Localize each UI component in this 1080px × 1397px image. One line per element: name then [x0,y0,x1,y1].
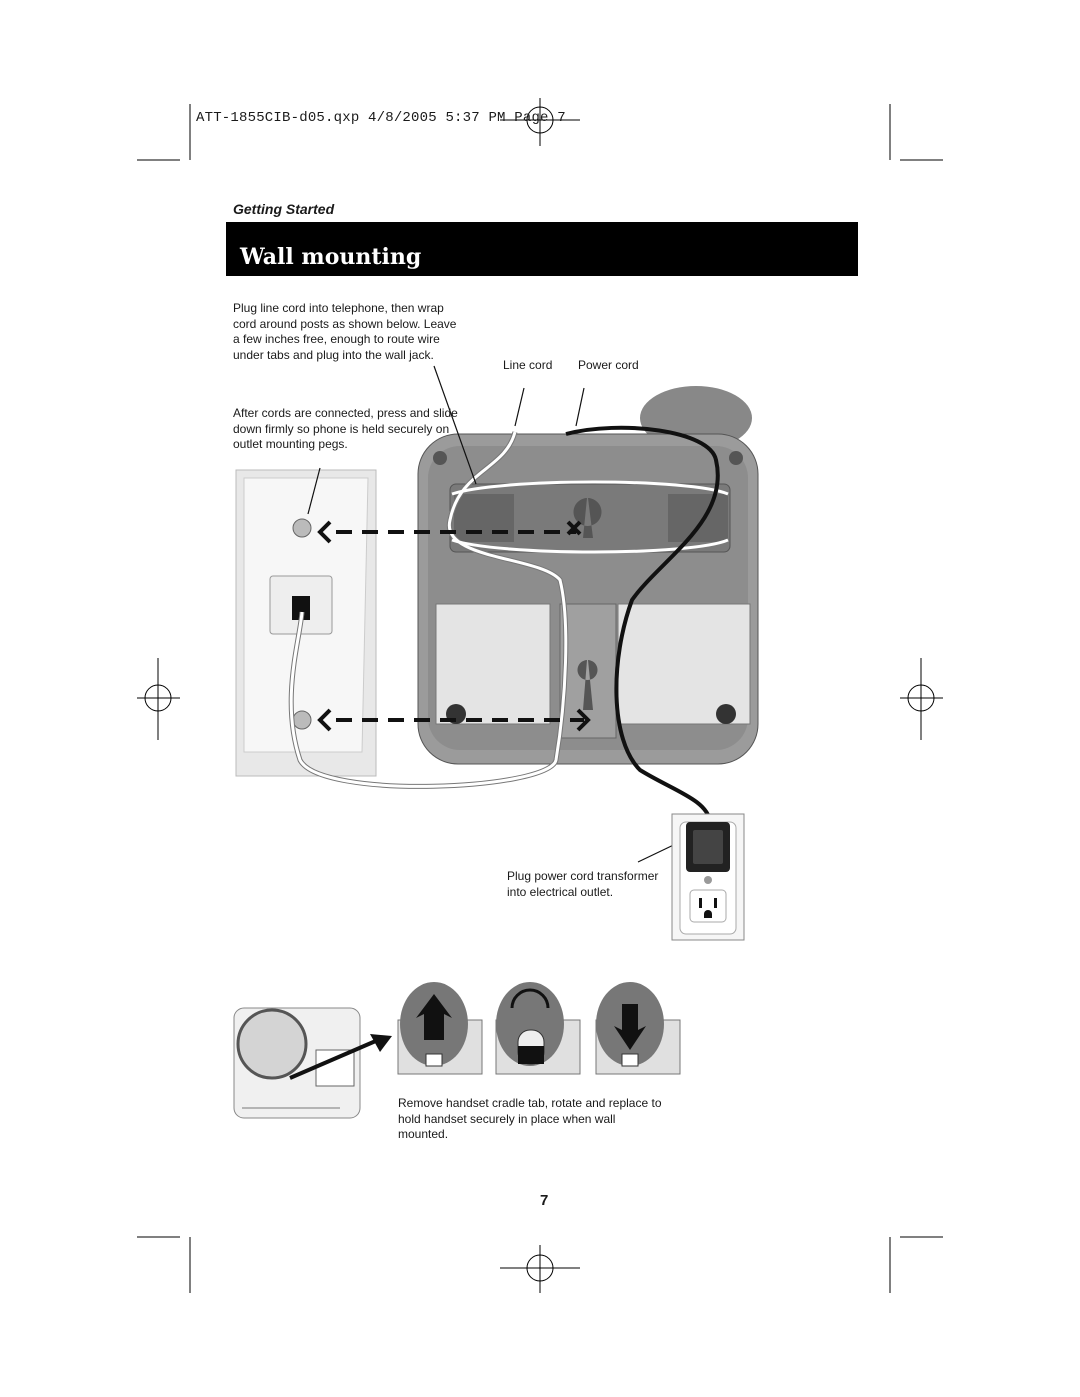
mounting-direction-arrows [317,520,591,732]
cradle-step-rotate [495,982,581,1075]
callout-line-cord: Line cord [503,358,553,372]
instruction-slide-down: After cords are connected, press and sli… [233,406,458,451]
line-cord [288,431,729,789]
section-heading: Getting Started [233,201,335,217]
electrical-outlet [671,813,745,941]
registration-target-top [500,98,580,146]
cradle-step-remove [397,982,483,1075]
page-title: Wall mounting [240,244,422,270]
registration-target-bottom [500,1245,580,1293]
page-number: 7 [540,1192,549,1209]
print-slug: ATT-1855CIB-d05.qxp 4/8/2005 5:37 PM Pag… [196,110,566,126]
handset-cradle-illustration [233,1007,392,1119]
registration-target-left [137,658,180,740]
registration-target-right [900,658,943,740]
callout-power-cord: Power cord [578,358,639,372]
power-cord [565,425,720,823]
wall-plate [235,469,377,777]
crop-marks [137,104,943,1293]
instruction-handset-tab: Remove handset cradle tab, rotate and re… [398,1096,662,1141]
title-banner: Wall mounting [226,222,858,276]
mounting-peg-icon [292,518,312,538]
instruction-power-outlet: Plug power cord transformer into electri… [507,869,659,899]
cradle-step-replace [595,982,681,1075]
instruction-wrap-cords: Plug line cord into telephone, then wrap… [233,301,457,362]
mounting-peg-icon [292,710,312,730]
phone-base [417,386,759,765]
